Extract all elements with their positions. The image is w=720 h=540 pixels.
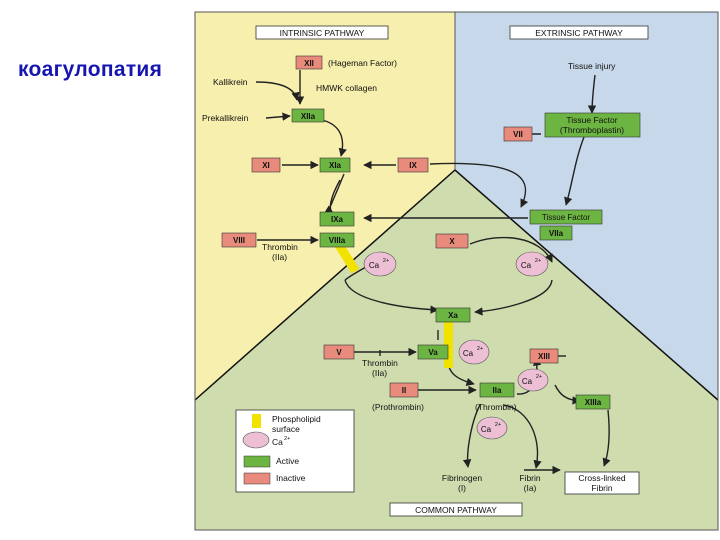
legend-phospholipid-swatch [252, 414, 261, 428]
legend-phospholipid-2: surface [272, 424, 300, 434]
legend-inactive: Inactive [276, 473, 306, 483]
factor-xi: XI [251, 157, 281, 173]
svg-text:2+: 2+ [495, 422, 501, 428]
legend-ca-charge: 2+ [284, 436, 290, 442]
label-kallikrein: Kallikrein [213, 77, 248, 87]
label-prekallikrein: Prekallikrein [202, 113, 249, 123]
slide-title: коагулопатия [18, 58, 163, 81]
extrinsic-title: EXTRINSIC PATHWAY [535, 28, 623, 38]
legend-phospholipid-1: Phospholipid [272, 414, 321, 424]
svg-text:2+: 2+ [383, 258, 389, 264]
factor-v: V [323, 344, 355, 360]
label-tissue-injury: Tissue injury [568, 61, 616, 71]
legend-active-swatch [243, 455, 271, 468]
svg-text:II: II [402, 386, 406, 395]
svg-text:XIIa: XIIa [301, 112, 316, 121]
svg-text:2+: 2+ [535, 258, 541, 264]
svg-text:Ca: Ca [522, 377, 533, 386]
svg-text:Xa: Xa [448, 311, 458, 320]
calcium-ion-2: Ca 2+ [515, 251, 549, 277]
legend-inactive-swatch [243, 472, 271, 485]
label-thrombin-1b: (IIa) [272, 252, 287, 262]
intrinsic-title-box [255, 25, 389, 40]
phospholipid-bar-2 [444, 320, 453, 368]
factor-viii: VIII [221, 232, 257, 248]
phospholipid-bar-1 [333, 239, 360, 274]
svg-text:Tissue Factor: Tissue Factor [542, 213, 590, 222]
calcium-ion-1: Ca 2+ [363, 251, 397, 277]
legend-active: Active [276, 456, 299, 466]
svg-text:VIII: VIII [233, 236, 245, 245]
svg-text:Fibrin: Fibrin [591, 483, 613, 493]
intrinsic-title: INTRINSIC PATHWAY [280, 28, 365, 38]
svg-text:VIIa: VIIa [549, 229, 564, 238]
svg-text:IIa: IIa [493, 386, 502, 395]
label-hmwk: HMWK collagen [316, 83, 377, 93]
factor-ii: II [389, 382, 419, 398]
svg-text:IXa: IXa [331, 215, 344, 224]
svg-text:2+: 2+ [536, 374, 542, 380]
label-thrombin-2b: (IIa) [372, 368, 387, 378]
factor-iia: IIa [479, 382, 515, 398]
svg-text:XII: XII [304, 59, 314, 68]
svg-text:Ca: Ca [481, 425, 492, 434]
label-thrombin-2: Thrombin [362, 358, 398, 368]
calcium-ion-3: Ca 2+ [458, 339, 490, 365]
legend-ca-swatch [242, 431, 270, 449]
factor-x: X [435, 233, 469, 249]
factor-xa: Xa [435, 307, 471, 323]
label-fibrinogen: Fibrinogen [442, 473, 482, 483]
svg-text:XIII: XIII [538, 352, 550, 361]
factor-ix: IX [397, 157, 429, 173]
factor-va: Va [417, 344, 449, 360]
svg-text:XIIIa: XIIIa [585, 398, 602, 407]
svg-text:Cross-linked: Cross-linked [578, 473, 626, 483]
calcium-ion-5: Ca 2+ [476, 416, 508, 440]
svg-text:XIa: XIa [329, 161, 342, 170]
figure-border [194, 11, 719, 531]
svg-text:IX: IX [409, 161, 417, 170]
factor-vii: VII [503, 126, 533, 142]
factor-viiia: VIIIa [319, 232, 355, 248]
svg-text:VIIIa: VIIIa [329, 236, 346, 245]
factor-xia: XIa [319, 157, 351, 173]
common-title: COMMON PATHWAY [415, 505, 497, 515]
factor-xiiia: XIIIa [575, 394, 611, 410]
arrows [255, 70, 611, 475]
extrinsic-title-box [509, 25, 649, 40]
svg-text:(Thromboplastin): (Thromboplastin) [560, 125, 624, 135]
label-fibrin: Fibrin [519, 473, 541, 483]
factor-ixa: IXa [319, 211, 355, 227]
svg-text:Ca: Ca [463, 349, 474, 358]
label-thrombin-3: (Thrombin) [475, 402, 517, 412]
svg-text:2+: 2+ [477, 346, 483, 352]
factor-xiia: XIIa [291, 108, 325, 123]
svg-text:Tissue Factor: Tissue Factor [566, 115, 617, 125]
factor-tissue-factor: Tissue Factor [529, 209, 603, 225]
svg-text:VII: VII [513, 130, 523, 139]
factor-viia: VIIa [539, 225, 573, 241]
svg-text:Ca: Ca [521, 261, 532, 270]
label-hageman: (Hageman Factor) [328, 58, 397, 68]
legend: Phospholipid surface Ca 2+ Active Inacti… [235, 409, 355, 493]
factor-xiii: XIII [529, 348, 559, 364]
svg-text:Ca: Ca [369, 261, 380, 270]
calcium-ion-4: Ca 2+ [517, 368, 549, 392]
svg-text:XI: XI [262, 161, 270, 170]
label-thrombin-1: Thrombin [262, 242, 298, 252]
common-title-box [389, 502, 523, 517]
svg-text:Va: Va [428, 348, 438, 357]
svg-text:V: V [336, 348, 342, 357]
label-fibrinogen-b: (I) [458, 483, 466, 493]
tissue-factor-box: Tissue Factor (Thromboplastin) [544, 112, 641, 138]
crosslinked-fibrin-box: Cross-linked Fibrin [564, 471, 640, 495]
label-fibrin-b: (Ia) [524, 483, 537, 493]
legend-ca: Ca [272, 437, 283, 447]
factor-xii: XII [295, 55, 323, 70]
svg-text:X: X [449, 237, 455, 246]
label-prothrombin: (Prothrombin) [372, 402, 424, 412]
